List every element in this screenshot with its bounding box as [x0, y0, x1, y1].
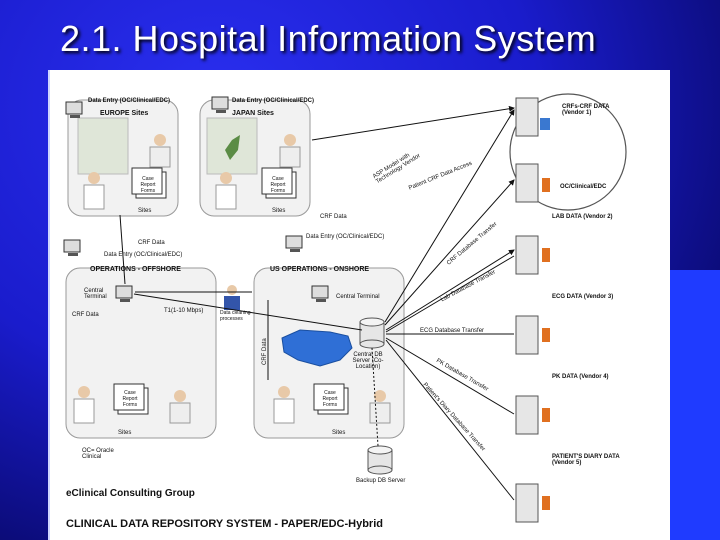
vendor-server-oc: [515, 163, 550, 203]
onshore-crf-label: Case Report Forms: [322, 390, 338, 408]
europe-nurse-figure: [83, 172, 105, 210]
offshore-terminal-label: Central Terminal: [84, 288, 107, 300]
system-title-label: CLINICAL DATA REPOSITORY SYSTEM - PAPER/…: [66, 518, 383, 530]
legend-oc-label: OC= Oracle Clinical: [82, 448, 114, 460]
onshore-entry-computer-icon: [285, 235, 303, 252]
japan-sites-label: Sites: [272, 208, 286, 214]
europe-region-label: EUROPE Sites: [100, 110, 149, 117]
flow-crf-db: [385, 249, 515, 331]
offshore-sites-label: Sites: [118, 430, 132, 436]
backup-db-server-icon: [367, 445, 393, 475]
vendor-pk-label: PK DATA (Vendor 4): [552, 374, 609, 380]
europe-crf-label: Case Report Forms: [140, 176, 156, 194]
onshore-crf-stack: [313, 383, 349, 415]
europe-entry-label: Data Entry (OC/Clinical/EDC): [88, 98, 171, 104]
offshore-nurse-figure: [73, 386, 95, 424]
offshore-crf-stack: [113, 383, 149, 415]
accent-block: [668, 270, 720, 540]
onshore-nurse-figure: [273, 386, 295, 424]
vendor-diary-label: PATIENT'S DIARY DATA (Vendor 5): [552, 454, 620, 466]
vendor-server-diary: [515, 483, 550, 523]
cleaning-figure: [224, 285, 240, 310]
offshore-link-label: T1(1-10 Mbps): [164, 308, 204, 314]
vendor-server-pk: [515, 395, 550, 435]
offshore-region-label: OPERATIONS - OFFSHORE: [90, 266, 181, 273]
vendor1-highlight-ellipse: [509, 93, 627, 211]
onshore-entry-label: Data Entry (OC/Clinical/EDC): [306, 234, 385, 240]
flow-ecg-db-label: ECG Database Transfer: [420, 328, 485, 334]
europe-sites-label: Sites: [138, 208, 152, 214]
offshore-entry-label: Data Entry (OC/Clinical/EDC): [104, 252, 183, 258]
flow-lab-db: [385, 255, 515, 333]
japan-nurse-figure: [215, 172, 237, 210]
japan-entry-label: Data Entry (OC/Clinical/EDC): [232, 98, 315, 104]
japan-computer-icon: [211, 96, 229, 113]
europe-computer-icon: [65, 101, 83, 118]
japan-region-label: JAPAN Sites: [232, 110, 274, 117]
flow-pk-db: [385, 337, 515, 415]
vendor-lab-label: LAB DATA (Vendor 2): [552, 214, 613, 220]
flow-japan-to-vendor1: [311, 105, 515, 141]
flow-diary-db: [385, 339, 515, 501]
flow-crf-data-top-label: CRF Data: [320, 214, 347, 220]
vendor-server-ecg: [515, 315, 550, 355]
japan-doctor-figure: [279, 134, 301, 168]
onshore-crf-data-vertical-label: CRF Data: [262, 338, 268, 365]
japan-crf-label: Case Report Forms: [270, 176, 286, 194]
europe-crf-stack: [131, 167, 167, 199]
flow-central-to-vendor1: [384, 109, 515, 323]
vendor-crf-label: CRFs-CRF DATA (Vendor 1): [562, 104, 610, 116]
europe-doctor-figure: [149, 134, 171, 168]
europe-map: [77, 117, 129, 175]
flow-central-to-oc: [384, 179, 515, 326]
flow-central-to-backup: [371, 347, 379, 447]
offshore-terminal-computer-icon: [115, 285, 133, 302]
slide-title: 2.1. Hospital Information System: [60, 18, 597, 59]
vendor-oc-label: OC/Clinical/EDC: [560, 184, 607, 190]
offshore-crf-label: Case Report Forms: [122, 390, 138, 408]
offshore-entry-computer-icon: [63, 239, 81, 256]
offshore-cleaning-label: Data cleaning processes: [220, 310, 251, 322]
central-db-server-icon: [359, 317, 385, 349]
flow-crf-data-mid-label: CRF Data: [138, 240, 165, 246]
flow-offshore-to-central: [133, 293, 363, 331]
onshore-terminal-computer-icon: [311, 285, 329, 302]
onshore-sites-label: Sites: [332, 430, 346, 436]
japan-map-shape: [225, 135, 240, 160]
japan-crf-stack: [261, 167, 297, 199]
onshore-region-label: US OPERATIONS - ONSHORE: [270, 266, 370, 273]
vendor-server-lab: [515, 235, 550, 275]
backup-db-label: Backup DB Server: [356, 478, 406, 484]
flow-europe-to-offshore: [119, 214, 126, 285]
offshore-crf-data-label: CRF Data: [72, 312, 99, 318]
onshore-doctor-figure: [369, 390, 391, 424]
company-label: eClinical Consulting Group: [66, 488, 195, 499]
onshore-terminal-label: Central Terminal: [336, 294, 380, 300]
offshore-doctor-figure: [169, 390, 191, 424]
vendor-ecg-label: ECG DATA (Vendor 3): [552, 294, 614, 300]
vendor-server-crf: [515, 97, 550, 137]
us-map: [281, 329, 353, 367]
onshore-server-label: Central DB Server (Co-Location): [352, 352, 384, 370]
